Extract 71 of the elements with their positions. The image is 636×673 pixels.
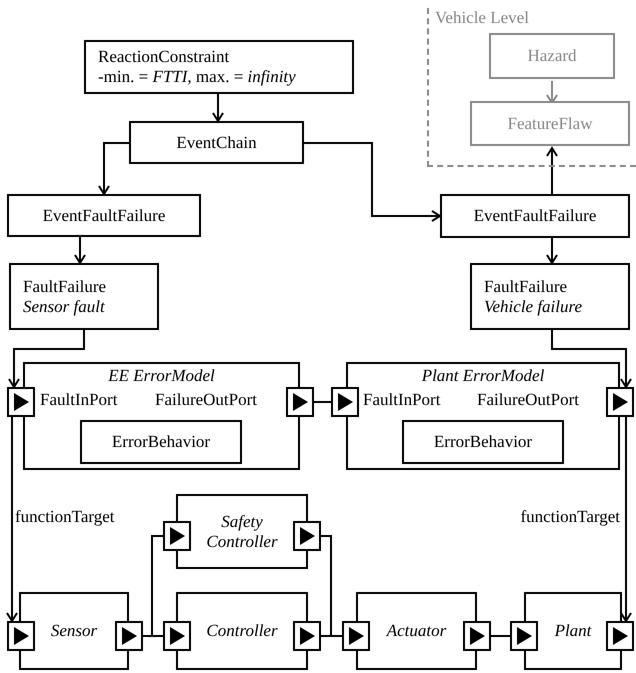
port-box: [463, 621, 491, 651]
port-box: [7, 387, 35, 417]
box-label: FeatureFlaw: [508, 114, 592, 134]
port-box: [293, 521, 321, 551]
process-box: [489, 33, 615, 79]
box-label: ErrorBehavior: [112, 432, 210, 452]
port-label: FailureOutPort: [155, 391, 257, 410]
connector-line: [491, 635, 510, 637]
box-label: FaultFailure: [23, 276, 106, 296]
box-label: ReactionConstraint -min. = FTTI, max. = infinity: [98, 47, 296, 87]
model-box: [23, 362, 300, 470]
box-label: Vehicle failure: [484, 296, 582, 316]
group-title: Vehicle Level: [435, 8, 529, 28]
port-box: [163, 521, 191, 551]
port-box: [7, 621, 35, 651]
port-box: [510, 621, 538, 651]
arrow: [546, 81, 558, 104]
box-label: Sensor: [50, 621, 98, 641]
process-box: [402, 420, 564, 464]
port-box: [606, 621, 634, 651]
arrow: [8, 330, 85, 388]
process-box: [470, 101, 630, 146]
arrow: [620, 417, 632, 622]
port-box: [606, 387, 634, 417]
component-box: [356, 592, 477, 670]
group-title: Plant ErrorModel: [422, 366, 544, 386]
box-label: EventChain: [176, 132, 257, 152]
arrow: [98, 142, 129, 195]
edge-label: functionTarget: [520, 508, 620, 527]
port-label: FaultInPort: [40, 391, 118, 410]
group-frame: [427, 8, 636, 167]
box-label: EventFaultFailure: [42, 206, 166, 226]
arrow: [546, 238, 558, 264]
group-title: EE ErrorModel: [108, 366, 215, 386]
port-box: [331, 387, 359, 417]
arrow: [551, 330, 632, 388]
component-box: [19, 592, 129, 670]
port-box: [115, 621, 143, 651]
port-box: [342, 621, 370, 651]
box-label: Controller: [206, 621, 278, 641]
process-box: [440, 194, 630, 238]
box-label: Hazard: [527, 46, 577, 66]
process-box: [7, 194, 201, 237]
arrow: [304, 142, 441, 222]
arrow: [212, 94, 224, 122]
box-label: Safety Controller: [205, 512, 279, 552]
process-box: [470, 263, 630, 330]
box-label: Plant: [554, 621, 592, 641]
arrow: [6, 417, 18, 622]
arrow: [546, 147, 558, 194]
component-box: [176, 592, 308, 670]
box-label: ErrorBehavior: [434, 432, 532, 452]
process-box: [9, 263, 159, 330]
port-box: [293, 621, 321, 651]
connector-line: [314, 401, 331, 403]
port-box: [286, 387, 314, 417]
process-box: [84, 40, 354, 94]
arrow: [74, 237, 86, 264]
port-box: [163, 621, 191, 651]
box-label: Actuator: [386, 621, 446, 641]
edge-label: functionTarget: [15, 508, 115, 527]
box-label: EventFaultFailure: [474, 206, 596, 226]
box-label: Sensor fault: [23, 296, 105, 316]
component-box: [176, 494, 308, 569]
box-label: FaultFailure: [484, 276, 568, 296]
port-label: FailureOutPort: [477, 391, 579, 410]
process-box: [129, 121, 304, 164]
model-box: [346, 362, 620, 470]
connector-line: [143, 635, 163, 637]
port-label: FaultInPort: [363, 391, 440, 410]
process-box: [80, 420, 242, 464]
